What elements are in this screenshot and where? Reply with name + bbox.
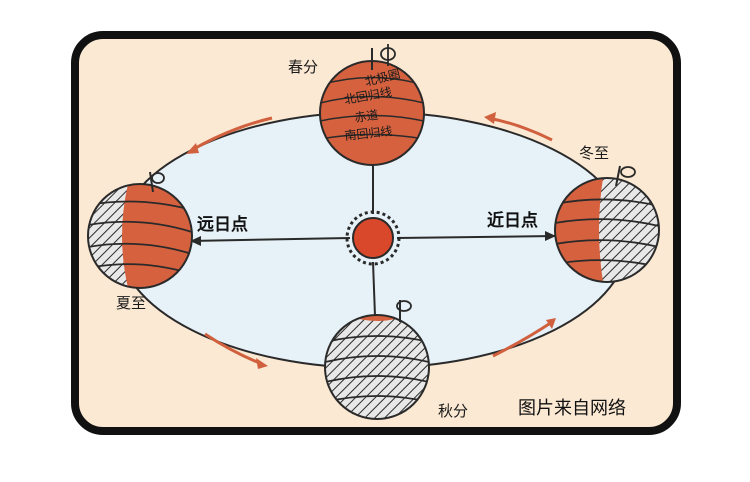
sun-icon (345, 210, 401, 266)
label-summer-solstice: 夏至 (116, 294, 146, 312)
orbit-arrowhead-topright (484, 112, 496, 124)
rotation-arrow-icon (151, 172, 165, 184)
orbit-arrowhead-bottomleft (256, 358, 268, 369)
label-winter-solstice: 冬至 (579, 144, 609, 162)
aphelion-line (189, 237, 351, 242)
earth-globe-summer (87, 171, 193, 289)
label-autumn-equinox: 秋分 (438, 402, 468, 420)
vertical-axis-bottom (372, 261, 376, 317)
label-perihelion: 近日点 (487, 210, 538, 231)
label-equator: 赤道 (353, 108, 379, 125)
rotation-arrow-icon (620, 166, 636, 178)
orbit-arrowhead-bottomright (546, 318, 556, 329)
aphelion-arrowhead (190, 236, 201, 246)
earth-globe-spring: 北极圈 北回归线 赤道 南回归线 (319, 48, 425, 166)
orbit-arrowhead-topleft (186, 143, 199, 154)
rotation-arrow-icon (380, 44, 396, 66)
perihelion-arrowhead (545, 231, 556, 241)
image-credit: 图片来自网络 (518, 398, 626, 419)
label-tropic-of-capricorn: 南回归线 (344, 123, 393, 143)
perihelion-line (396, 235, 557, 239)
label-spring-equinox: 春分 (288, 58, 318, 76)
rotation-arrow-icon (396, 300, 412, 312)
label-aphelion: 远日点 (197, 214, 248, 235)
earth-globe-winter (554, 165, 660, 283)
